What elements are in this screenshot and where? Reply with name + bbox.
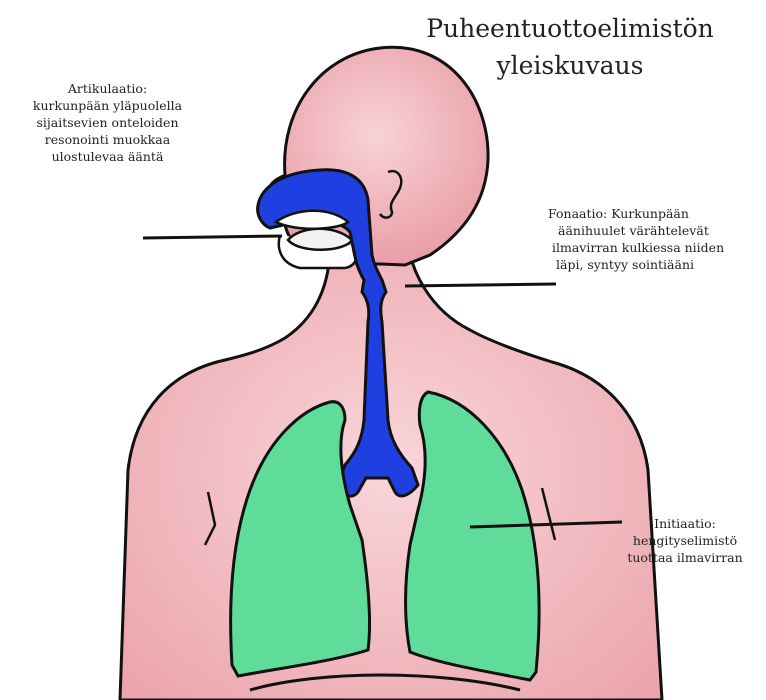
title-line-2: yleiskuvaus — [400, 47, 740, 84]
articulation-line-3: sijaitsevien onteloiden — [0, 114, 215, 131]
phonation-line-1: Fonaatio: Kurkunpään — [548, 205, 758, 222]
articulation-line-4: resonointi muokkaa — [0, 131, 215, 148]
initiation-label: Initiaatio: hengityselimistö tuottaa ilm… — [610, 515, 760, 566]
articulation-line-1: Artikulaatio: — [0, 80, 215, 97]
initiation-line-3: tuottaa ilmavirran — [610, 549, 760, 566]
articulation-pointer — [143, 236, 282, 238]
phonation-line-3: ilmavirran kulkiessa niiden — [548, 239, 758, 256]
phonation-line-4: läpi, syntyy sointiääni — [548, 256, 758, 273]
phonation-label: Fonaatio: Kurkunpään äänihuulet värähtel… — [548, 205, 758, 273]
articulation-line-2: kurkunpään yläpuolella — [0, 97, 215, 114]
initiation-line-1: Initiaatio: — [610, 515, 760, 532]
articulation-label: Artikulaatio: kurkunpään yläpuolella sij… — [0, 80, 215, 165]
phonation-line-2: äänihuulet värähtelevät — [548, 222, 758, 239]
initiation-line-2: hengityselimistö — [610, 532, 760, 549]
phonation-pointer — [405, 284, 556, 286]
diagram-title: Puheentuottoelimistön yleiskuvaus — [400, 10, 740, 84]
articulation-line-5: ulostulevaa ääntä — [0, 148, 215, 165]
title-line-1: Puheentuottoelimistön — [400, 10, 740, 47]
